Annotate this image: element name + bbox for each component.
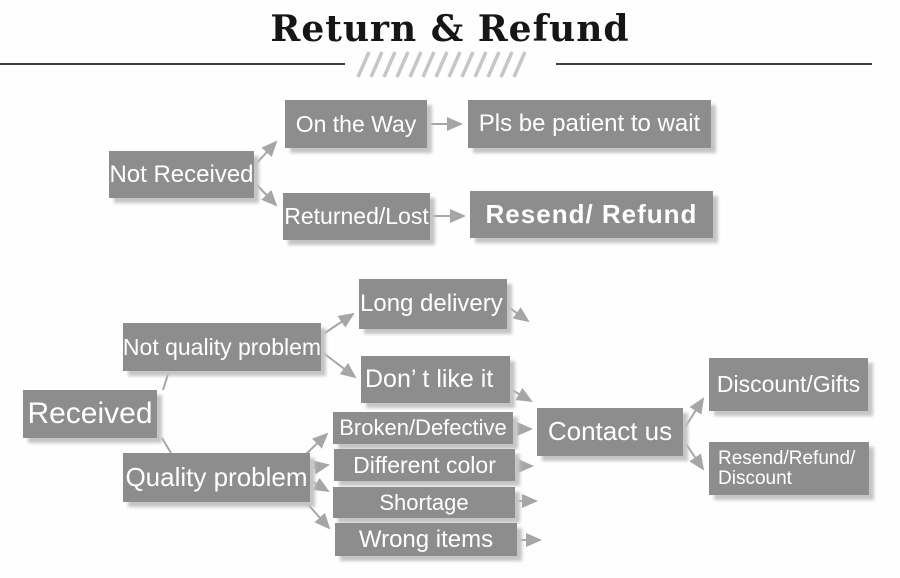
arrow-quality-diffcolor <box>310 460 330 475</box>
header-rule-right <box>556 63 872 65</box>
connector-received-quality <box>161 437 172 454</box>
arrow-dontlike-contactus <box>506 386 533 403</box>
node-long-delivery: Long delivery <box>359 279 507 329</box>
node-pls-be-patient: Pls be patient to wait <box>468 100 711 148</box>
page-title: Return & Refund <box>270 8 630 50</box>
header-hatch-marks <box>356 51 527 78</box>
node-not-quality-problem: Not quality problem <box>123 323 321 371</box>
header-rule-left <box>0 63 345 65</box>
node-resend-refund-discount-line1: Resend/Refund/ <box>718 447 856 469</box>
arrow-notquality-dontlike <box>321 351 357 379</box>
node-shortage: Shortage <box>333 487 515 518</box>
node-broken-defective: Broken/Defective <box>333 412 513 444</box>
node-different-color: Different color <box>334 449 515 481</box>
arrow-quality-broken <box>304 432 329 456</box>
node-contact-us: Contact us <box>537 408 683 456</box>
arrow-notreceived-returnedlost <box>254 182 278 207</box>
node-returned-lost: Returned/Lost <box>283 193 430 240</box>
arrow-longdelivery-out <box>506 305 530 323</box>
node-dont-like-it: Don’ t like it <box>361 356 510 403</box>
arrow-notreceived-ontheway <box>254 140 278 166</box>
node-received: Received <box>23 390 157 438</box>
node-quality-problem: Quality problem <box>123 453 310 502</box>
node-on-the-way: On the Way <box>285 100 427 148</box>
node-wrong-items: Wrong items <box>335 523 517 556</box>
arrow-quality-shortage <box>310 477 330 493</box>
arrow-notquality-longdelivery <box>321 312 355 336</box>
arrow-contactus-resenddiscount <box>683 440 705 471</box>
node-resend-refund: Resend/ Refund <box>470 191 713 238</box>
arrow-quality-wrongitems <box>303 499 331 530</box>
node-not-received: Not Received <box>109 151 254 198</box>
connector-received-notquality <box>162 370 170 391</box>
node-resend-refund-discount-line2: Discount <box>718 467 792 489</box>
node-resend-refund-discount: Resend/Refund/ Discount <box>709 442 869 495</box>
node-discount-gifts: Discount/Gifts <box>709 358 868 411</box>
arrow-contactus-discountgifts <box>683 397 705 430</box>
